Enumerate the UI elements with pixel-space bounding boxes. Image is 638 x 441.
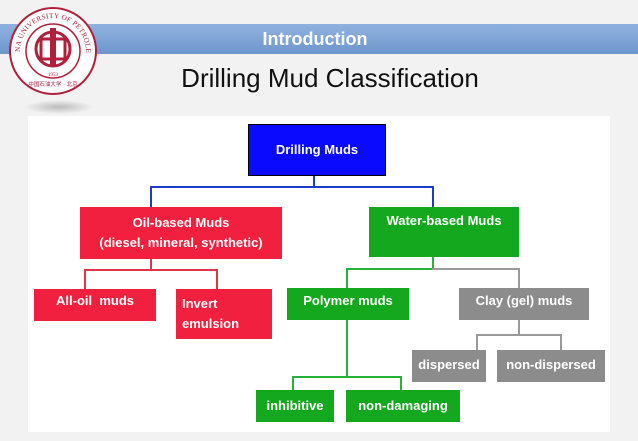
- university-logo-icon: CHINA UNIVERSITY OF PETROLEUM 1953 中国石油大…: [8, 6, 97, 95]
- node-polymer-muds: Polymer muds: [287, 288, 409, 320]
- connector-to-non-dispersed: [560, 334, 562, 350]
- node-dispersed: dispersed: [412, 350, 486, 382]
- connector-clay-down: [518, 320, 520, 336]
- svg-text:1953: 1953: [48, 73, 59, 78]
- connector-to-inhibitive: [292, 376, 294, 390]
- node-inhibitive: inhibitive: [256, 390, 334, 422]
- connector-root-horizontal: [150, 186, 434, 188]
- connector-to-dispersed: [476, 334, 478, 350]
- connector-oil-down: [150, 259, 152, 271]
- connector-water-down: [432, 257, 434, 270]
- connector-water-green-horizontal: [346, 268, 434, 270]
- node-invert-emulsion: Invert emulsion: [176, 289, 272, 339]
- connector-root-down: [313, 176, 315, 188]
- node-clay-gel-muds: Clay (gel) muds: [459, 288, 589, 320]
- connector-to-invert: [216, 269, 218, 289]
- connector-to-polymer: [346, 268, 348, 288]
- connector-to-oil: [150, 186, 152, 207]
- connector-clay-horizontal: [476, 334, 562, 336]
- connector-polymer-down: [346, 320, 348, 378]
- connector-to-non-damaging: [400, 376, 402, 390]
- node-non-damaging: non-damaging: [346, 390, 460, 422]
- node-oil-based-muds: Oil-based Muds (diesel, mineral, synthet…: [80, 207, 282, 259]
- node-water-based-muds: Water-based Muds: [369, 207, 519, 257]
- shadow-decoration: [24, 100, 94, 114]
- node-all-oil-muds: All-oil muds: [34, 289, 156, 321]
- connector-to-water: [432, 186, 434, 207]
- connector-polymer-horizontal: [292, 376, 402, 378]
- connector-water-gray-horizontal: [432, 268, 520, 270]
- header-title: Introduction: [262, 29, 368, 49]
- node-drilling-muds: Drilling Muds: [248, 124, 386, 176]
- svg-text:中国石油大学 · 北京: 中国石油大学 · 北京: [28, 80, 78, 88]
- header-bar: [0, 24, 638, 54]
- connector-to-clay: [518, 268, 520, 288]
- connector-to-all-oil: [84, 269, 86, 289]
- node-non-dispersed: non-dispersed: [497, 350, 605, 382]
- slide-title: Drilling Mud Classification: [181, 63, 479, 93]
- connector-oil-horizontal: [84, 269, 218, 271]
